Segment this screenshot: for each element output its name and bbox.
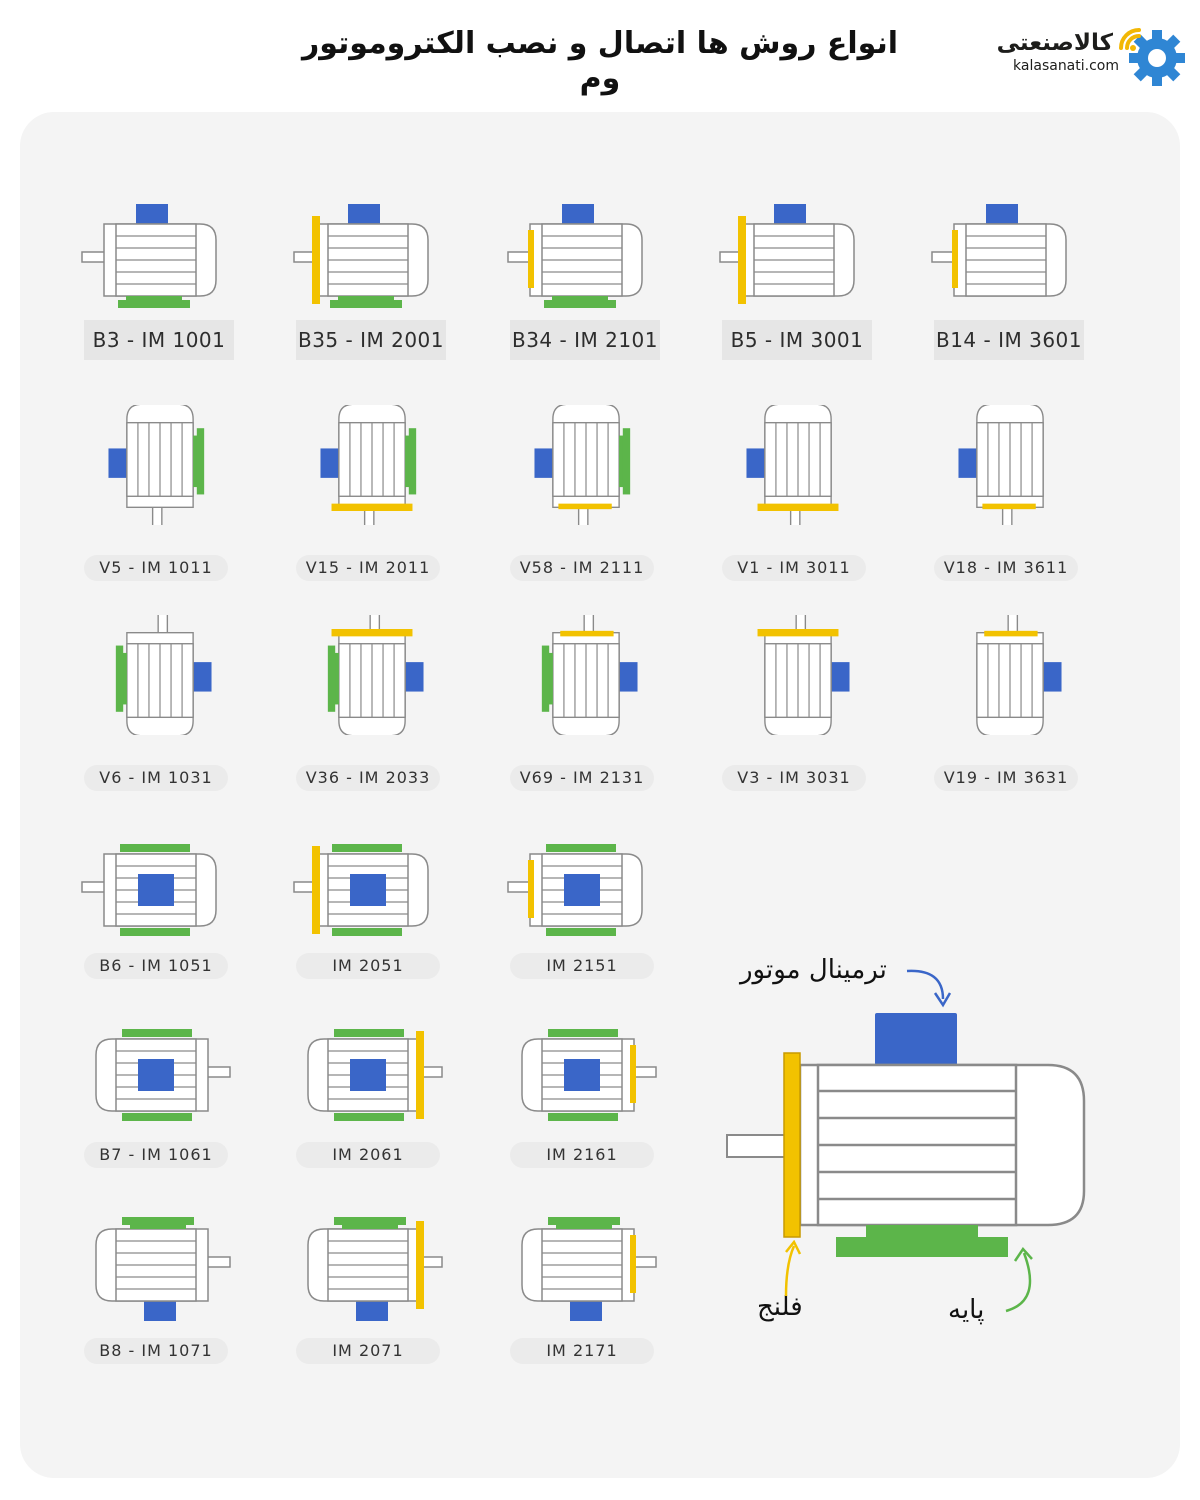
foot-label: پایه xyxy=(948,1295,985,1325)
mounting-label: B5 - IM 3001 xyxy=(722,320,872,360)
mounting-cell xyxy=(506,615,676,735)
mounting-label: B7 - IM 1061 xyxy=(84,1142,228,1168)
foot-top xyxy=(866,1225,978,1237)
mounting-cell xyxy=(80,830,250,950)
motor-im2051-icon xyxy=(293,844,429,936)
brand-logo[interactable]: کالاصنعتی kalasanati.com xyxy=(990,22,1185,86)
motor-v1-icon xyxy=(746,405,839,525)
mounting-label: IM 2061 xyxy=(296,1142,440,1168)
mounting-label: V5 - IM 1011 xyxy=(84,555,228,581)
mounting-label: V15 - IM 2011 xyxy=(296,555,440,581)
foot-arrow-icon xyxy=(1005,1246,1033,1313)
motor-v36-icon xyxy=(327,615,424,735)
motor-v58-icon xyxy=(534,405,631,525)
mounting-cell xyxy=(506,1205,676,1325)
logo-domain: kalasanati.com xyxy=(1013,58,1119,74)
mounting-label: B34 - IM 2101 xyxy=(510,320,660,360)
motor-b34-icon xyxy=(507,204,643,308)
terminal-box xyxy=(875,1013,957,1065)
motor-v19-icon xyxy=(976,615,1062,735)
mounting-cell xyxy=(292,1015,462,1135)
mounting-cell xyxy=(80,615,250,735)
mounting-cell xyxy=(930,200,1100,320)
mounting-label: V18 - IM 3611 xyxy=(934,555,1078,581)
mounting-label: IM 2071 xyxy=(296,1338,440,1364)
motor-b5-icon xyxy=(719,204,855,304)
mounting-cell xyxy=(80,1015,250,1135)
motor-im2171-icon xyxy=(521,1217,657,1321)
shaft xyxy=(726,1134,792,1158)
mounting-cell xyxy=(292,200,462,320)
mounting-cell xyxy=(506,830,676,950)
mounting-label: V58 - IM 2111 xyxy=(510,555,654,581)
mounting-cell xyxy=(506,1015,676,1135)
motor-v69-icon xyxy=(541,615,638,735)
motor-im2061-icon xyxy=(307,1029,443,1121)
flange-label: فلنج xyxy=(757,1292,803,1322)
mounting-label: B6 - IM 1051 xyxy=(84,953,228,979)
flange-arrow-icon xyxy=(784,1240,802,1297)
motor-b3-icon xyxy=(81,204,217,308)
motor-im2151-icon xyxy=(507,844,643,936)
mounting-label: IM 2151 xyxy=(510,953,654,979)
motor-v18-icon xyxy=(958,405,1044,525)
mounting-label: V3 - IM 3031 xyxy=(722,765,866,791)
mounting-cell xyxy=(292,830,462,950)
motor-b7-icon xyxy=(95,1029,231,1121)
terminal-label: ترمینال موتور xyxy=(740,955,887,985)
motor-b6-icon xyxy=(81,844,217,936)
motor-parts-diagram xyxy=(726,1013,1086,1257)
foot-base xyxy=(836,1237,1008,1257)
mounting-cell xyxy=(80,405,250,525)
motor-im2071-icon xyxy=(307,1217,443,1321)
mounting-label: B8 - IM 1071 xyxy=(84,1338,228,1364)
logo-name: کالاصنعتی xyxy=(996,30,1113,56)
mounting-label: V19 - IM 3631 xyxy=(934,765,1078,791)
motor-b8-icon xyxy=(95,1217,231,1321)
flange xyxy=(783,1052,801,1238)
mounting-cell xyxy=(718,405,888,525)
mounting-label: V36 - IM 2033 xyxy=(296,765,440,791)
mounting-label: B3 - IM 1001 xyxy=(84,320,234,360)
mounting-cell xyxy=(506,405,676,525)
motor-im2161-icon xyxy=(521,1029,657,1121)
motor-v5-icon xyxy=(108,405,205,525)
mounting-cell xyxy=(292,405,462,525)
mounting-cell xyxy=(930,405,1100,525)
page-title: انواع روش ها اتصال و نصب الکتروموتور وم xyxy=(301,26,899,96)
mounting-label: IM 2051 xyxy=(296,953,440,979)
mounting-label: V1 - IM 3011 xyxy=(722,555,866,581)
mounting-label: B35 - IM 2001 xyxy=(296,320,446,360)
gear-icon xyxy=(1119,28,1185,86)
mounting-cell xyxy=(292,1205,462,1325)
motor-v6-icon xyxy=(115,615,212,735)
motor-v3-icon xyxy=(757,615,850,735)
motor-v15-icon xyxy=(320,405,417,525)
mounting-cell xyxy=(80,200,250,320)
mounting-label: V6 - IM 1031 xyxy=(84,765,228,791)
motor-b35-icon xyxy=(293,204,429,308)
mounting-cell xyxy=(930,615,1100,735)
mounting-cell xyxy=(718,200,888,320)
mounting-cell xyxy=(292,615,462,735)
mounting-cell xyxy=(506,200,676,320)
mounting-label: B14 - IM 3601 xyxy=(934,320,1084,360)
mounting-label: IM 2161 xyxy=(510,1142,654,1168)
terminal-arrow-icon xyxy=(906,969,952,1008)
mounting-cell xyxy=(80,1205,250,1325)
mounting-label: V69 - IM 2131 xyxy=(510,765,654,791)
motor-b14-icon xyxy=(931,204,1067,297)
mounting-label: IM 2171 xyxy=(510,1338,654,1364)
mounting-cell xyxy=(718,615,888,735)
